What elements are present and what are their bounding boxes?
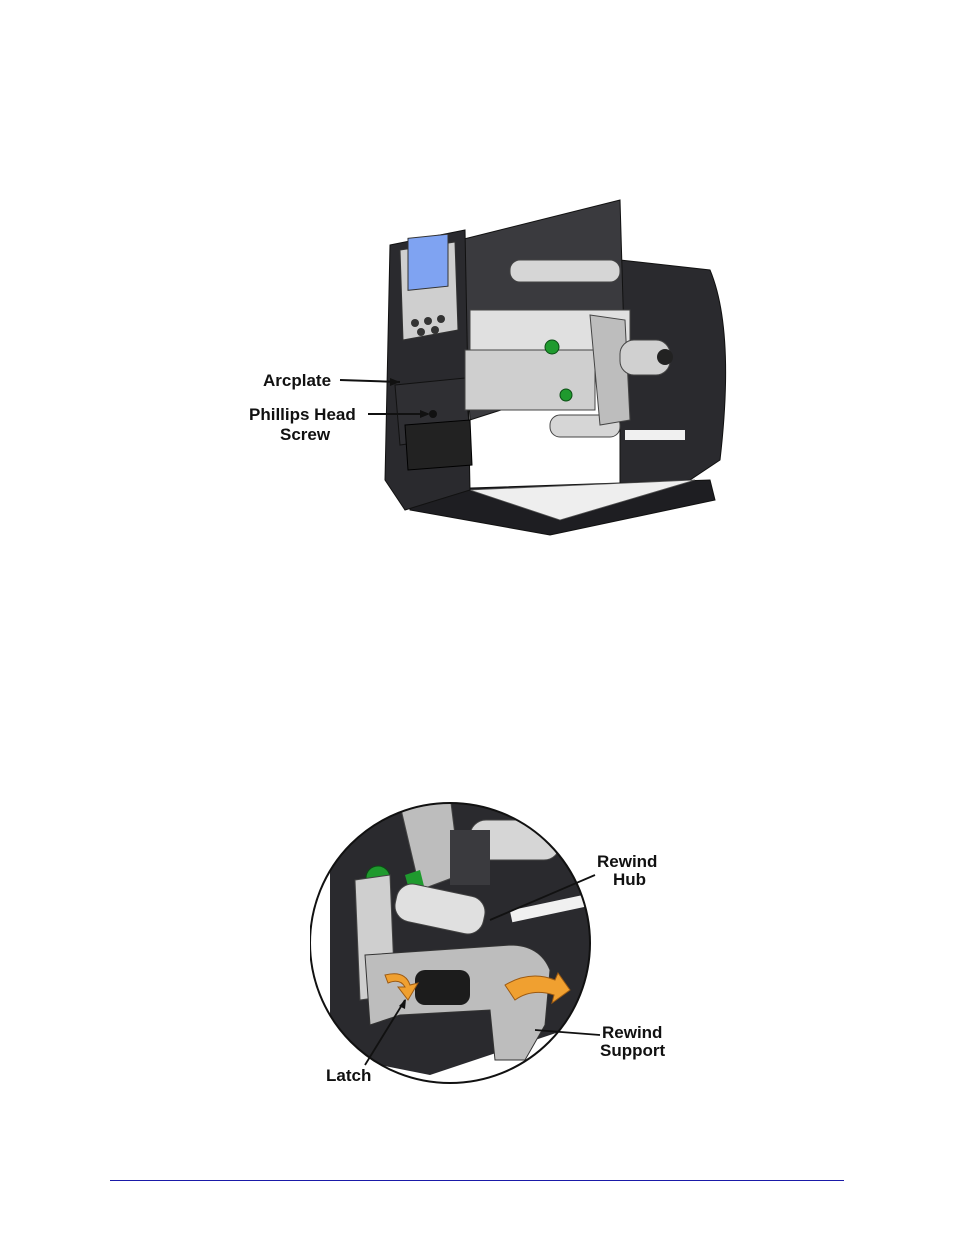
screw-label: Screw [280, 425, 331, 444]
rewind-support-label-2: Support [600, 1041, 665, 1060]
housing-slot [625, 430, 685, 440]
arcplate-label: Arcplate [263, 371, 331, 390]
footer-rule [110, 1180, 844, 1181]
rewind-hub-label-2: Hub [613, 870, 646, 889]
phillips-screw [429, 410, 437, 418]
phillips-head-label: Phillips Head [249, 405, 356, 424]
lcd-screen [408, 234, 448, 290]
rewind-support-label-1: Rewind [602, 1023, 662, 1042]
rewind-hub-label-1: Rewind [597, 852, 657, 871]
latch-label: Latch [326, 1066, 371, 1085]
green-knob [545, 340, 559, 354]
